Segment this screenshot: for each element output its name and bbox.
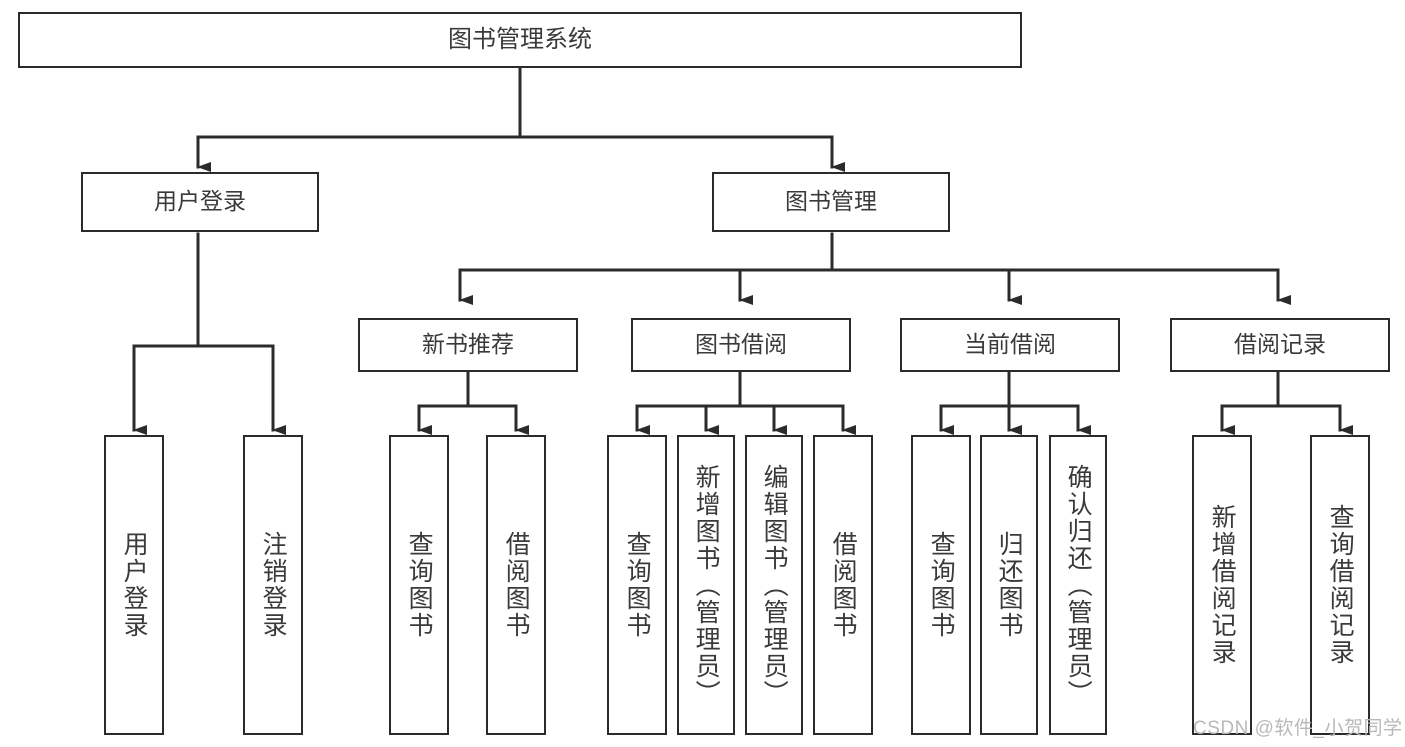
node-leaf-user-login[interactable]: 用户登录 [104, 435, 164, 735]
node-leaf-borrow-book-recommend[interactable]: 借阅图书 [486, 435, 546, 735]
csdn-watermark: CSDN @软件_小贺同学 [1193, 718, 1403, 739]
node-leaf-query-borrow-record[interactable]: 查询借阅记录 [1310, 435, 1370, 735]
node-leaf-add-borrow-record[interactable]: 新增借阅记录 [1192, 435, 1252, 735]
node-label: 注销登录 [259, 531, 288, 639]
node-label: 新书推荐 [422, 331, 514, 358]
node-leaf-borrow-book[interactable]: 借阅图书 [813, 435, 873, 735]
node-current-borrow[interactable]: 当前借阅 [900, 318, 1120, 372]
node-leaf-query-book-recommend[interactable]: 查询图书 [389, 435, 449, 735]
node-label: 查询图书 [405, 531, 434, 639]
node-root-system[interactable]: 图书管理系统 [18, 12, 1022, 68]
node-label: 借阅图书 [829, 531, 858, 639]
node-user-login[interactable]: 用户登录 [81, 172, 319, 232]
node-label: 新增借阅记录 [1208, 504, 1237, 666]
node-label: 确认归还（管理员） [1064, 463, 1093, 707]
node-label: 当前借阅 [964, 331, 1056, 358]
node-borrow-record[interactable]: 借阅记录 [1170, 318, 1390, 372]
node-new-book-recommend[interactable]: 新书推荐 [358, 318, 578, 372]
node-leaf-query-book-borrow[interactable]: 查询图书 [607, 435, 667, 735]
node-label: 查询借阅记录 [1326, 504, 1355, 666]
node-label: 用户登录 [120, 531, 149, 639]
node-label: 用户登录 [154, 188, 246, 215]
node-label: 查询图书 [623, 531, 652, 639]
node-leaf-user-logout[interactable]: 注销登录 [243, 435, 303, 735]
node-label: 图书借阅 [695, 331, 787, 358]
node-label: 查询图书 [927, 531, 956, 639]
node-label: 借阅图书 [502, 531, 531, 639]
node-label: 归还图书 [995, 531, 1024, 639]
node-leaf-add-book-admin[interactable]: 新增图书（管理员） [677, 435, 735, 735]
node-leaf-query-book-current[interactable]: 查询图书 [911, 435, 971, 735]
node-leaf-edit-book-admin[interactable]: 编辑图书（管理员） [745, 435, 803, 735]
node-book-management[interactable]: 图书管理 [712, 172, 950, 232]
node-leaf-confirm-return-admin[interactable]: 确认归还（管理员） [1049, 435, 1107, 735]
node-label: 图书管理 [785, 188, 877, 215]
node-label: 借阅记录 [1234, 331, 1326, 358]
node-label: 新增图书（管理员） [692, 463, 721, 707]
node-leaf-return-book[interactable]: 归还图书 [980, 435, 1038, 735]
node-book-borrow[interactable]: 图书借阅 [631, 318, 851, 372]
node-label: 编辑图书（管理员） [760, 463, 789, 707]
node-label: 图书管理系统 [448, 25, 592, 53]
